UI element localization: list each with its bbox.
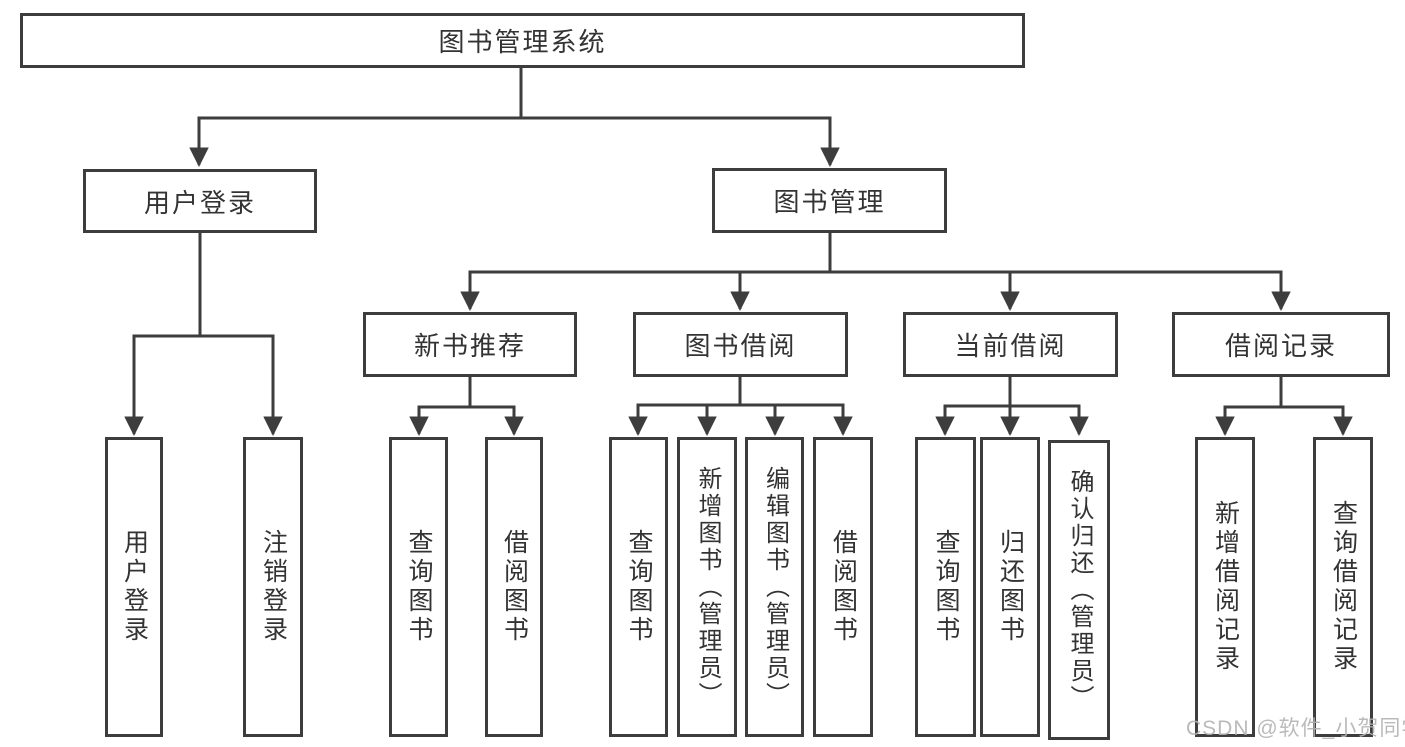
leaf-confirm-return-admin: 确认归还（管理员） [1048, 440, 1110, 740]
leaf-logout: 注销登录 [243, 437, 303, 737]
leaf-newbook-borrow-book: 借阅图书 [485, 437, 543, 737]
node-book-borrow: 图书借阅 [633, 312, 848, 377]
leaf-user-login: 用户登录 [105, 437, 163, 737]
leaf-return-book: 归还图书 [980, 437, 1040, 737]
leaf-borrow-book: 借阅图书 [813, 437, 873, 737]
leaf-borrow-query-book: 查询图书 [609, 437, 668, 737]
node-borrow-record: 借阅记录 [1172, 312, 1390, 377]
node-book-management: 图书管理 [712, 168, 947, 233]
leaf-query-borrow-record: 查询借阅记录 [1313, 437, 1373, 737]
node-new-book-recommend: 新书推荐 [363, 312, 577, 377]
leaf-newbook-query-book: 查询图书 [389, 437, 448, 737]
node-root: 图书管理系统 [20, 13, 1025, 68]
leaf-add-book-admin: 新增图书（管理员） [677, 437, 737, 737]
leaf-current-query-book: 查询图书 [915, 437, 976, 737]
leaf-edit-book-admin: 编辑图书（管理员） [745, 437, 804, 737]
csdn-watermark: CSDN @软件_小贺同学 [1186, 717, 1405, 740]
node-current-borrow: 当前借阅 [903, 312, 1118, 377]
leaf-add-borrow-record: 新增借阅记录 [1195, 437, 1255, 737]
node-user-login: 用户登录 [83, 169, 317, 233]
